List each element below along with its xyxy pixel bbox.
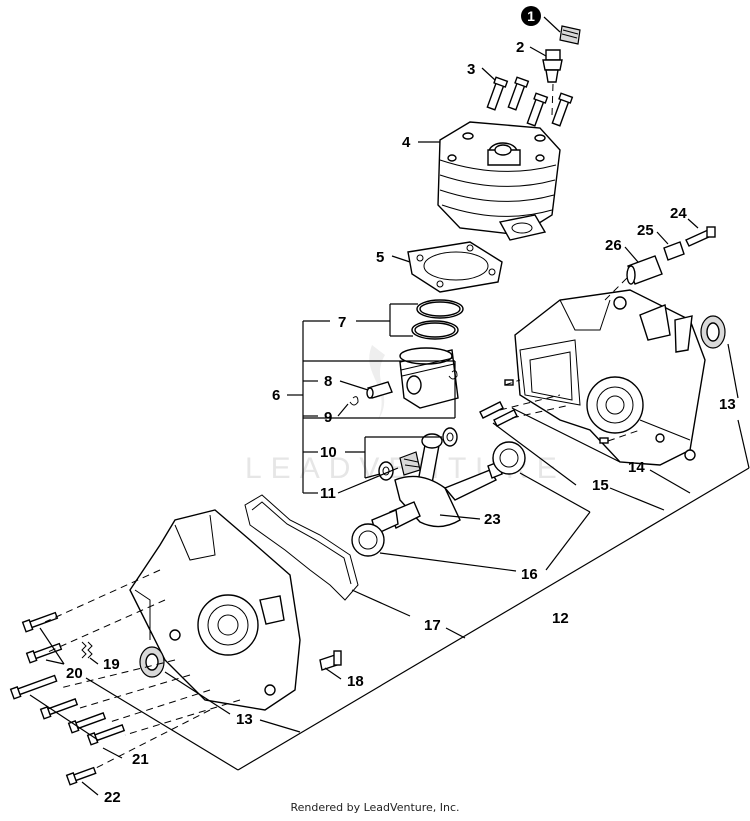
leader-lines: [29, 16, 750, 796]
cylinder-part[interactable]: [437, 121, 561, 241]
oil-seal-left-part[interactable]: [139, 646, 165, 678]
callout-6: 6: [272, 387, 280, 404]
callout-13-right: 13: [719, 396, 736, 413]
spring-19-part[interactable]: [81, 641, 93, 659]
footer-credit: Rendered by LeadVenture, Inc.: [290, 801, 460, 814]
callout-20: 20: [66, 665, 83, 682]
oil-seal-right-part[interactable]: [700, 315, 726, 349]
piston-rings-part[interactable]: [411, 299, 464, 340]
callout-10: 10: [320, 444, 337, 461]
callout-19: 19: [103, 656, 120, 673]
sleeve-25-part[interactable]: [663, 241, 685, 261]
callout-14: 14: [628, 459, 645, 476]
callout-21: 21: [132, 751, 149, 768]
callout-1: 1: [527, 8, 535, 24]
callout-16: 16: [521, 566, 538, 583]
callout-9: 9: [324, 409, 332, 426]
decompression-cap-part[interactable]: [559, 25, 581, 45]
callout-25: 25: [637, 222, 654, 239]
piston-pin-part[interactable]: [366, 381, 393, 399]
callout-11: 11: [320, 485, 336, 502]
decompression-valve-part[interactable]: [542, 49, 563, 83]
callout-8: 8: [324, 373, 332, 390]
callout-1-badge: [521, 6, 541, 26]
callout-24: 24: [670, 205, 687, 222]
cylinder-gasket-part[interactable]: [407, 241, 503, 293]
crankcase-gasket-part[interactable]: [244, 494, 359, 601]
bolts-21[interactable]: [9, 674, 126, 746]
callout-13-left: 13: [236, 711, 253, 728]
crankshaft-part[interactable]: [371, 433, 503, 535]
bushing-26-part[interactable]: [626, 255, 663, 285]
callout-26: 26: [605, 237, 622, 254]
callout-3: 3: [467, 61, 475, 78]
callout-5: 5: [376, 249, 384, 266]
crankcase-right-part[interactable]: [514, 289, 706, 466]
assembly-dashed-lines: [44, 83, 641, 769]
callout-4: 4: [402, 134, 411, 151]
callout-23: 23: [484, 511, 501, 528]
callout-7: 7: [338, 314, 346, 331]
crankcase-bolts-right[interactable]: [479, 379, 609, 444]
crankcase-left-part[interactable]: [129, 509, 301, 711]
bolt-22[interactable]: [65, 766, 97, 786]
callout-17: 17: [424, 617, 441, 634]
fitting-18-part[interactable]: [319, 650, 342, 671]
piston-part[interactable]: [399, 347, 459, 409]
callout-22: 22: [104, 789, 121, 806]
bolts-20[interactable]: [21, 611, 63, 664]
thrust-washer-part[interactable]: [378, 427, 458, 481]
needle-bearing-part[interactable]: [399, 451, 421, 476]
main-bearing-part[interactable]: [351, 441, 526, 557]
callout-18: 18: [347, 673, 364, 690]
callout-12: 12: [552, 610, 569, 627]
callout-15: 15: [592, 477, 609, 494]
callout-2: 2: [516, 39, 524, 56]
cylinder-bolts[interactable]: [485, 76, 574, 127]
bolt-24-part[interactable]: [685, 226, 716, 247]
